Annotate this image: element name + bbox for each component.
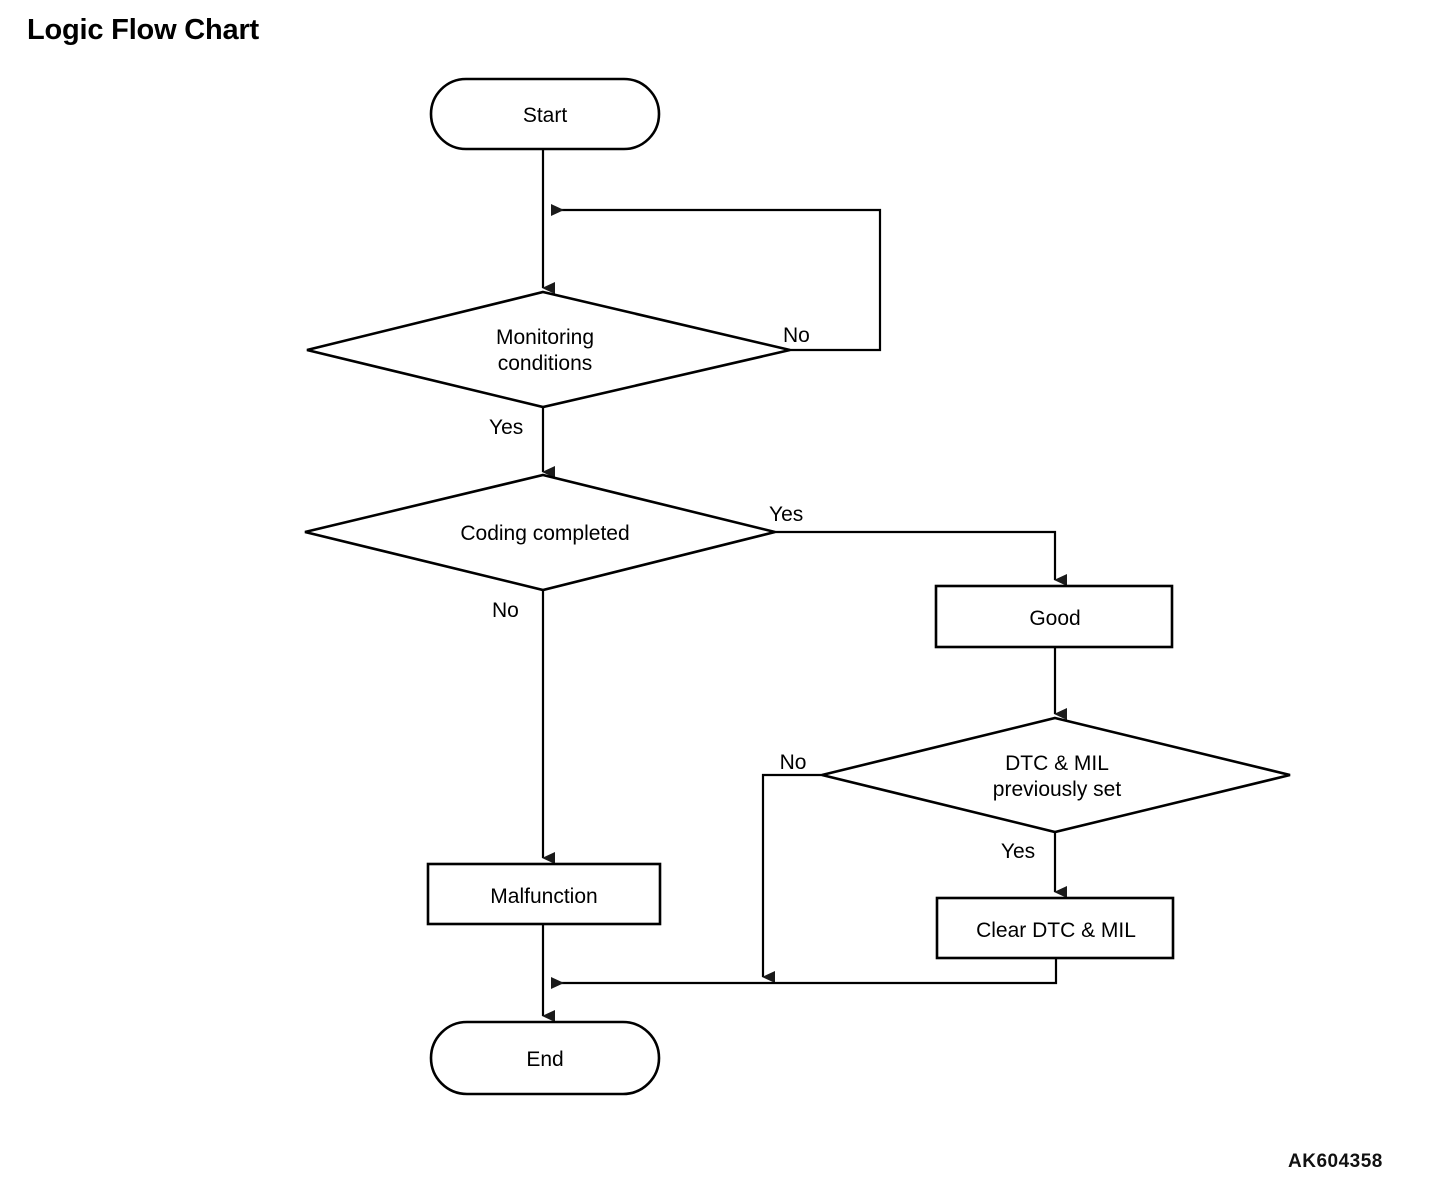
branch-label-coding-yes: Yes bbox=[769, 503, 803, 526]
edge-monitoring-no-loop bbox=[551, 204, 882, 352]
dtc-mil-label-line2: previously set bbox=[993, 778, 1122, 801]
malfunction-label: Malfunction bbox=[490, 885, 597, 908]
node-dtc-mil-previously-set[interactable]: DTC & MIL previously set bbox=[821, 716, 1291, 834]
clear-dtc-mil-label: Clear DTC & MIL bbox=[976, 919, 1136, 942]
node-malfunction[interactable]: Malfunction bbox=[426, 862, 662, 926]
monitoring-conditions-label-line2: conditions bbox=[498, 352, 593, 375]
branch-label-dtcmil-no: No bbox=[780, 751, 807, 774]
node-end[interactable]: End bbox=[429, 1020, 661, 1096]
coding-completed-label: Coding completed bbox=[460, 522, 629, 545]
node-monitoring-conditions[interactable]: Monitoring conditions bbox=[306, 290, 791, 409]
edge-coding-yes-to-good bbox=[775, 530, 1067, 586]
branch-label-coding-no: No bbox=[492, 599, 519, 622]
node-clear-dtc-mil[interactable]: Clear DTC & MIL bbox=[935, 896, 1175, 960]
edge-cleardtc-to-end-join bbox=[551, 958, 1058, 989]
node-coding-completed[interactable]: Coding completed bbox=[304, 473, 776, 592]
end-label: End bbox=[526, 1048, 563, 1071]
node-start[interactable]: Start bbox=[429, 77, 661, 151]
branch-label-dtcmil-yes: Yes bbox=[1001, 840, 1035, 863]
monitoring-conditions-shape bbox=[306, 290, 791, 409]
monitoring-conditions-label-line1: Monitoring bbox=[496, 326, 594, 349]
start-shape bbox=[429, 77, 661, 151]
watermark-code: AK604358 bbox=[1288, 1151, 1383, 1172]
branch-label-monitoring-no: No bbox=[783, 324, 810, 347]
malfunction-shape bbox=[426, 862, 662, 926]
start-label: Start bbox=[523, 104, 568, 127]
dtc-mil-label-line1: DTC & MIL bbox=[1005, 752, 1109, 775]
clear-dtc-mil-shape bbox=[935, 896, 1175, 960]
good-label: Good bbox=[1029, 607, 1080, 630]
good-shape bbox=[934, 584, 1174, 649]
edge-dtcmil-no bbox=[761, 773, 822, 983]
end-shape bbox=[429, 1020, 661, 1096]
branch-label-monitoring-yes: Yes bbox=[489, 416, 523, 439]
dtc-mil-shape bbox=[821, 716, 1291, 834]
node-good[interactable]: Good bbox=[934, 584, 1174, 649]
page-title: Logic Flow Chart bbox=[27, 14, 260, 46]
